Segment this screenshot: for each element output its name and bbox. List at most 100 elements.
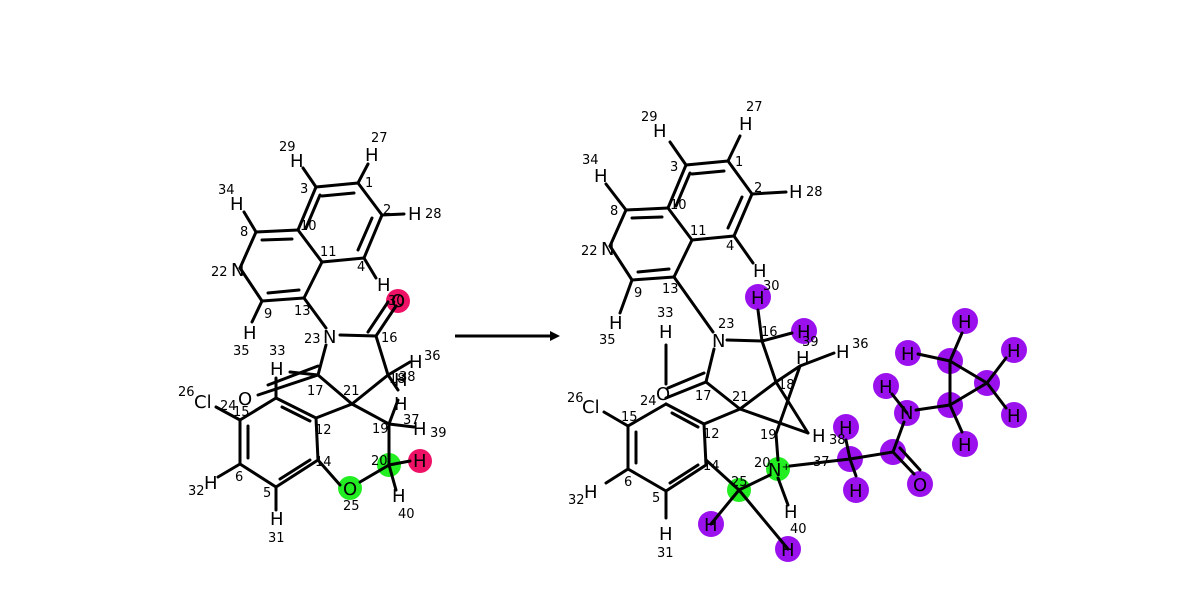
product-atom-h32: H [584, 482, 598, 503]
reactant-index: 31 [268, 531, 285, 546]
product-atom-h-purple: H [839, 418, 853, 439]
reactant-index: 23 [304, 332, 321, 347]
product-index: 12 [703, 427, 720, 442]
product-index: 28 [806, 185, 823, 200]
reactant-atom-labels: N Cl O O N O H H H H H H H H H H H H H H… [194, 145, 427, 530]
reactant-atom-h34: H [230, 194, 244, 215]
reactant-index: 15 [233, 405, 250, 420]
reactant-atom-h30: H [377, 275, 391, 296]
reactant-index: 29 [279, 140, 296, 155]
product-index: 34 [582, 153, 599, 168]
reactant-atom-h37: H [394, 394, 408, 415]
product-index: 6 [624, 475, 632, 490]
product-highlights [698, 284, 1027, 562]
reactant-index: 9 [264, 307, 272, 322]
reactant-index: 18 [389, 372, 406, 387]
product-index: 5 [652, 491, 660, 506]
product-index: 13 [662, 282, 679, 297]
highlight-h-pink [408, 449, 432, 473]
reactant-index: 14 [315, 455, 332, 470]
reactant-index: 6 [235, 470, 243, 485]
reactant-index: 40 [398, 507, 415, 522]
product-index: 37 [813, 455, 830, 470]
product-atom-h27: H [739, 114, 753, 135]
reactant-index: 28 [425, 207, 442, 222]
reactant-index: 19 [372, 422, 389, 437]
reactant-index: 38 [399, 370, 416, 385]
reactant-atom-o-carbonyl: O [238, 389, 252, 410]
reactant-atom-h33: H [270, 359, 284, 380]
product-index: 10 [670, 198, 687, 213]
product-atom-n22: N [601, 239, 614, 260]
product-index: 9 [634, 286, 642, 301]
product-atom-h29: H [653, 121, 667, 142]
product-atom-o-carbonyl: O [656, 384, 670, 405]
reactant-atom-h40: H [392, 486, 406, 507]
product-atom-h-purple: H [901, 344, 915, 365]
product-atom-h35: H [609, 313, 623, 334]
product-index: 30 [763, 279, 780, 294]
product-index: 16 [761, 325, 778, 340]
product-index: 25 [731, 475, 748, 490]
reactant-index: 25 [343, 499, 360, 514]
product-index: 21 [732, 390, 749, 405]
product-index: 39 [802, 335, 819, 350]
reactant-index: 1 [365, 176, 373, 191]
reactant-atom-cl26: Cl [194, 392, 212, 413]
product-index: 35 [599, 333, 616, 348]
product-atom-h-purple: H [704, 515, 718, 536]
reactant-bonds [214, 162, 416, 512]
product-index: 1 [735, 155, 743, 170]
product-index: 20 [754, 456, 771, 471]
reactant-atom-n22: N [231, 260, 244, 281]
product-index: 24 [640, 394, 657, 409]
product-atom-h-purple: H [849, 481, 863, 502]
product-index: 8 [610, 204, 618, 219]
reactant-atom-h36: H [409, 352, 423, 373]
product-index: 22 [581, 244, 598, 259]
reactant-index: 26 [178, 385, 195, 400]
product-index: 2 [754, 181, 762, 196]
reactant-index: 3 [300, 182, 308, 197]
reactant-index: 35 [233, 344, 250, 359]
reactant-atom-o25: O [343, 479, 357, 500]
reactant-index: 4 [357, 260, 365, 275]
product-atom-h-purple: H [958, 312, 972, 333]
product-atom-cl26: Cl [582, 397, 600, 418]
product-index: 40 [790, 522, 807, 537]
product-index: 26 [567, 391, 584, 406]
product-atom-h-purple: H [1007, 406, 1021, 427]
product-index: 11 [690, 224, 707, 239]
product-index: 17 [695, 389, 712, 404]
product-index: 31 [657, 546, 674, 561]
reactant-atom-h-pink: H [413, 451, 427, 472]
product-atom-h-purple: H [1007, 341, 1021, 362]
product-index: 36 [852, 337, 869, 352]
reactant-atom-h32: H [204, 473, 218, 494]
product-atom-h-purple: H [958, 435, 972, 456]
product-atom-o-amide: O [913, 475, 927, 496]
reactant-index: 24 [220, 399, 237, 414]
product-index: 33 [657, 306, 674, 321]
reactant-atom-o-highlight: O [391, 291, 405, 312]
product-atom-h30: H [751, 288, 765, 309]
reaction-arrow [455, 331, 560, 341]
product-atom-h36: H [836, 342, 850, 363]
reactant-atom-h31: H [270, 509, 284, 530]
reactant-index: 36 [424, 349, 441, 364]
product-atom-h28: H [789, 182, 803, 203]
reactant-index: 17 [307, 384, 324, 399]
product-index: 23 [718, 317, 735, 332]
product-atom-n23: N [712, 331, 725, 352]
product-atom-h-purple: H [781, 540, 795, 561]
reactant-atom-n23: N [323, 327, 336, 348]
reactant-atom-h38: H [394, 370, 408, 391]
reactant-index: 21 [343, 384, 360, 399]
product-index: 19 [760, 428, 777, 443]
product-atom-h33: H [659, 322, 673, 343]
product-index: 15 [621, 410, 638, 425]
reactant-index: 34 [218, 183, 235, 198]
reactant-atom-h29: H [290, 151, 304, 172]
product-index: 4 [726, 239, 734, 254]
reactant-atom-h39: H [413, 419, 427, 440]
